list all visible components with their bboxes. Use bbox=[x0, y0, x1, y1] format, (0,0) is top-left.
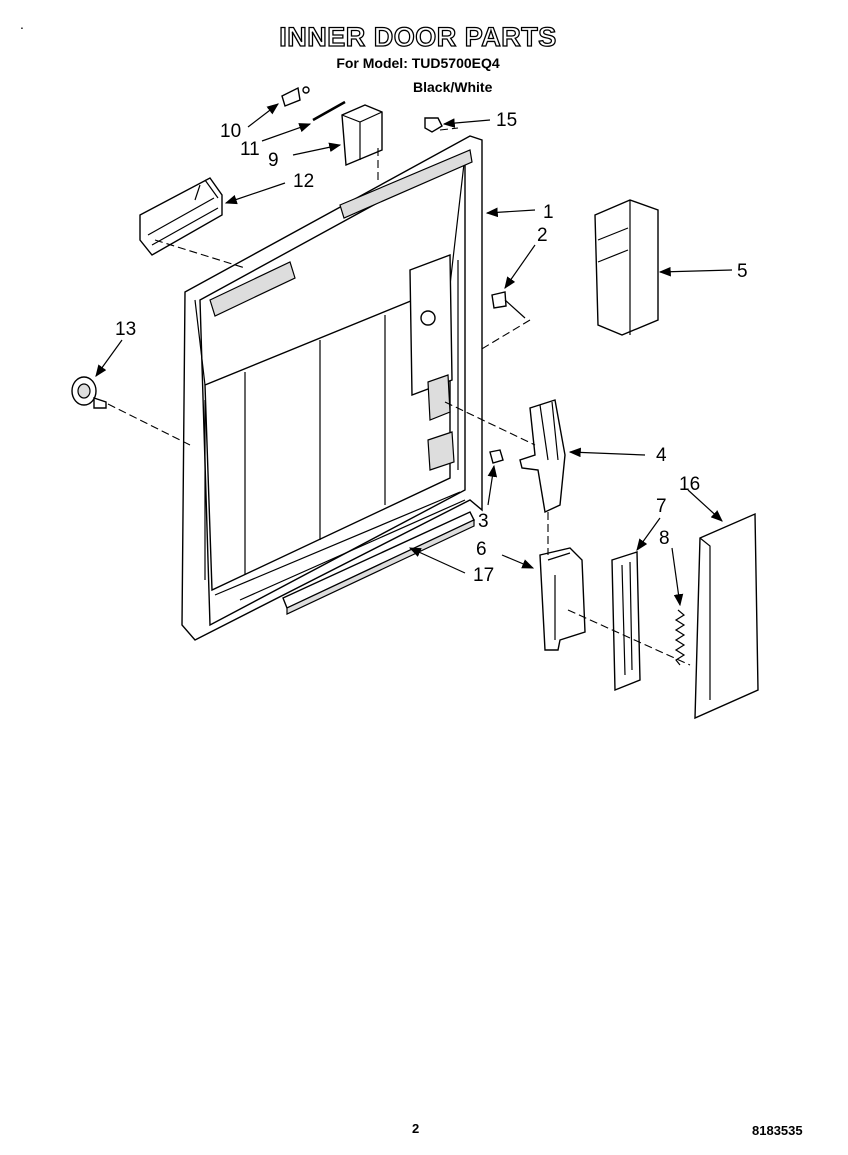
callout-labels: 1 2 3 4 5 6 7 8 9 10 11 12 13 15 16 17 bbox=[115, 110, 748, 586]
document-number: 8183535 bbox=[752, 1123, 803, 1138]
callout-17: 17 bbox=[473, 565, 494, 586]
callout-2: 2 bbox=[537, 225, 548, 246]
part-4-latch bbox=[519, 399, 566, 514]
callout-12: 12 bbox=[293, 171, 314, 192]
part-8-spring bbox=[674, 609, 686, 666]
callout-11: 11 bbox=[240, 139, 260, 160]
part-9-cover bbox=[341, 104, 383, 167]
callout-16: 16 bbox=[679, 474, 700, 495]
part-7-slider bbox=[611, 551, 641, 692]
inner-door-panel bbox=[181, 135, 483, 641]
callout-6: 6 bbox=[476, 539, 487, 560]
callout-8: 8 bbox=[659, 528, 670, 549]
model-line: For Model: TUD5700EQ4 bbox=[336, 55, 500, 71]
corner-mark: . bbox=[20, 16, 24, 32]
callout-1: 1 bbox=[543, 202, 554, 223]
page-title: INNER DOOR PARTS bbox=[279, 21, 557, 52]
part-2-bolt bbox=[491, 291, 526, 319]
color-line: Black/White bbox=[413, 79, 493, 95]
part-12-vent bbox=[139, 177, 223, 256]
alignment-lines bbox=[107, 127, 691, 666]
callout-4: 4 bbox=[656, 445, 667, 466]
callout-7: 7 bbox=[656, 496, 667, 517]
leader-lines bbox=[95, 103, 733, 607]
part-16-side-panel bbox=[694, 512, 759, 720]
callout-5: 5 bbox=[737, 261, 748, 282]
callout-9: 9 bbox=[268, 150, 279, 171]
part-11-rod bbox=[312, 100, 346, 122]
callout-3: 3 bbox=[478, 511, 489, 532]
callout-10: 10 bbox=[220, 121, 241, 142]
callout-15: 15 bbox=[496, 110, 517, 131]
part-13-knob bbox=[71, 376, 107, 409]
part-10-clip bbox=[281, 86, 310, 107]
part-3-nut bbox=[489, 449, 504, 464]
page-number: 2 bbox=[412, 1121, 420, 1136]
part-6-latch-mech bbox=[539, 547, 586, 651]
part-15-screw bbox=[424, 117, 443, 133]
callout-13: 13 bbox=[115, 319, 136, 340]
part-5-latch-housing bbox=[594, 199, 659, 336]
